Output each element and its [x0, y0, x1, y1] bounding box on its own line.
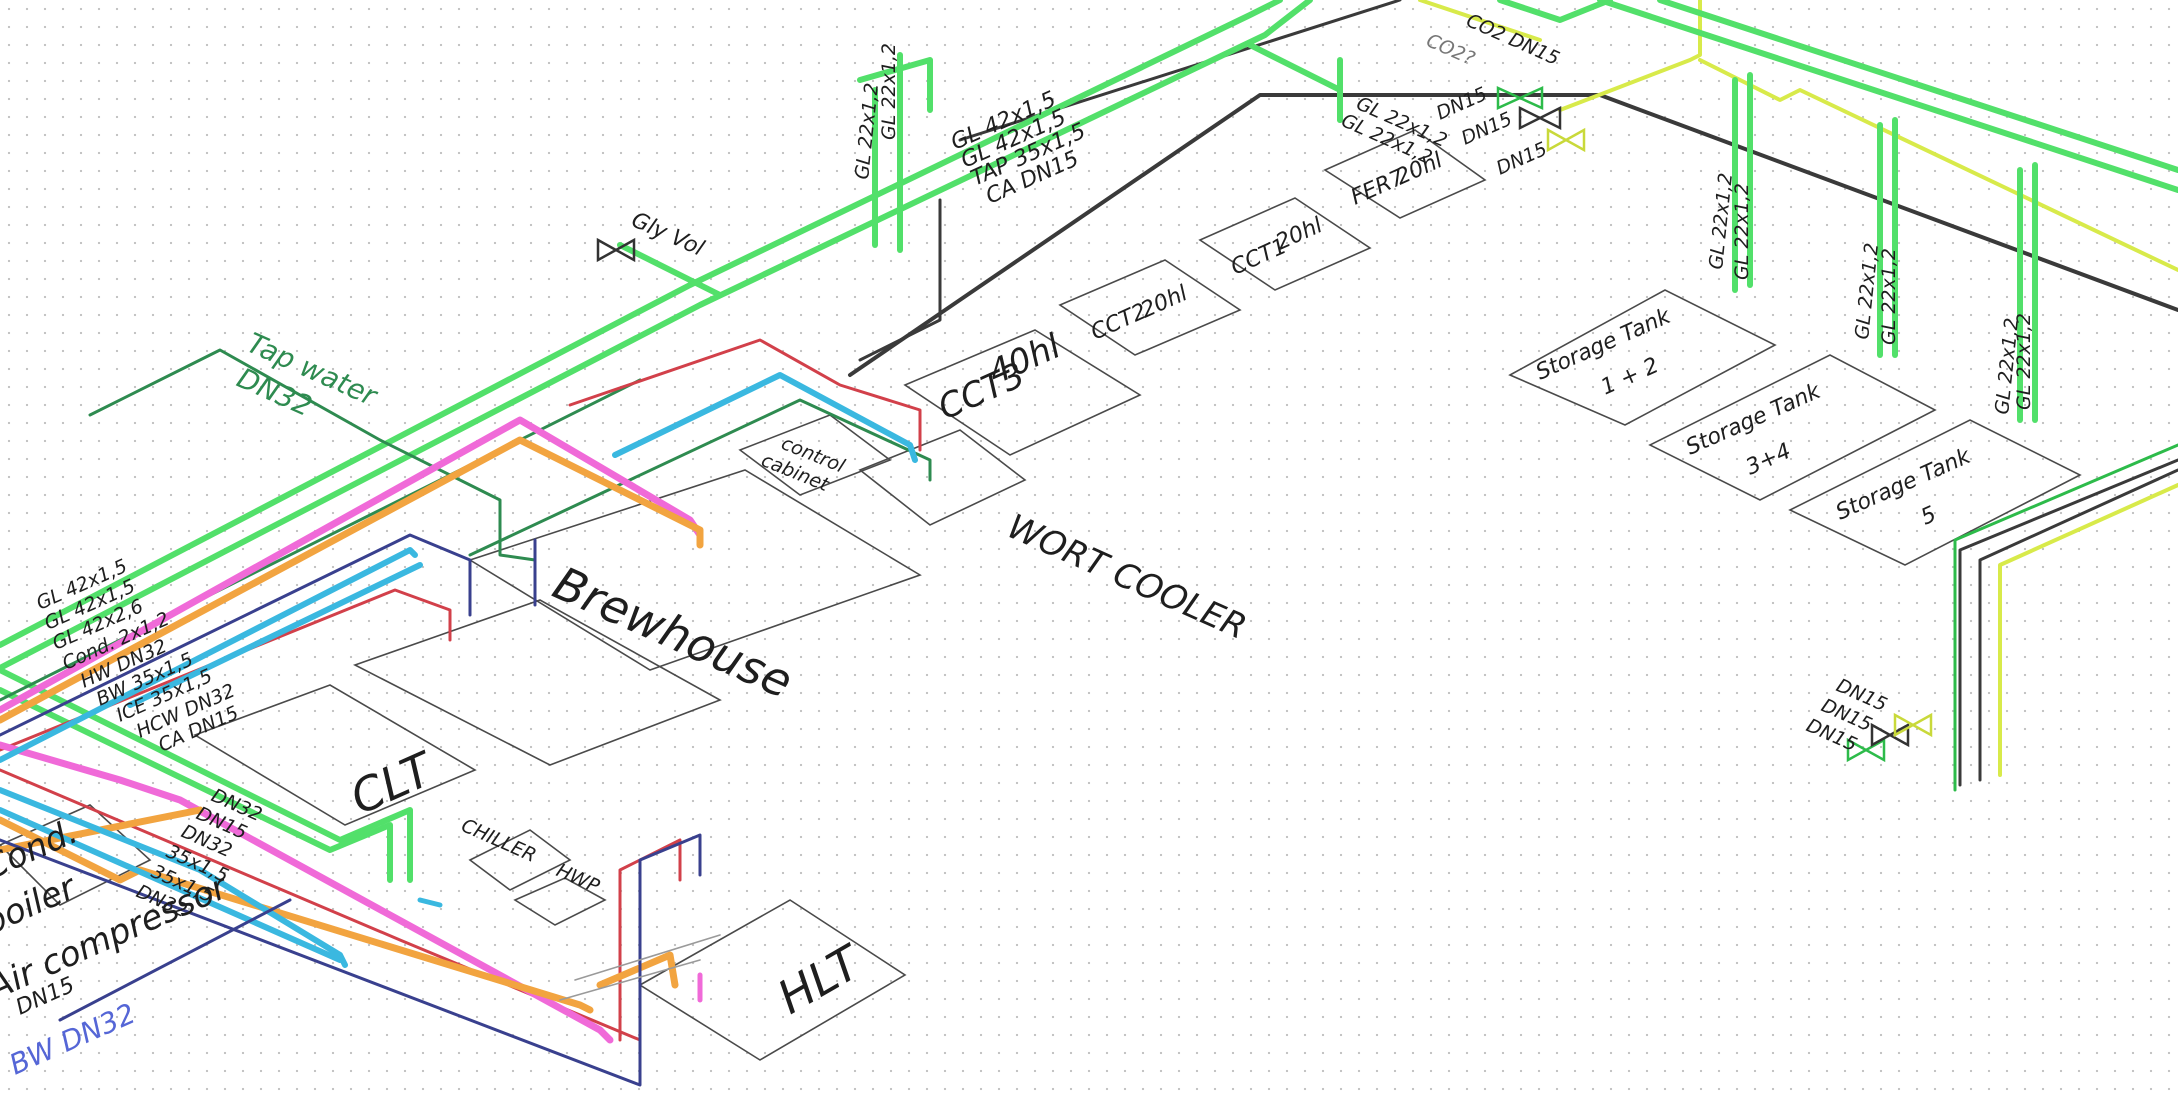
glycol-right-return [1953, 443, 2178, 792]
black-right-return-2 [1978, 468, 2178, 782]
storage-riser-label-4: GL 22x1,2 [1878, 248, 1900, 345]
navy-hlt [638, 833, 702, 1077]
storage-5-outline [1788, 419, 2082, 566]
red-line-hlt [618, 838, 682, 1042]
storage-riser-label-6: GL 22x1,2 [2013, 313, 2035, 410]
hwp-label: HWP [553, 859, 603, 897]
valve-icon [1893, 712, 1916, 738]
glycol-top-right-b [1657, 0, 2178, 173]
equipment-outlines [0, 129, 2082, 1061]
valve-icon [1546, 127, 1569, 153]
glycol-top-right-a [1597, 0, 2178, 193]
cyan-chiller [417, 897, 443, 908]
brewhouse-label: Brewhouse [546, 556, 801, 709]
red-line-upper [568, 338, 922, 452]
glycol-branch-clt-b [0, 687, 393, 883]
pink-lower [0, 741, 614, 1044]
black-drop-cct [858, 198, 942, 362]
valve-icon [613, 237, 636, 263]
brewhouse-inner-outline [352, 599, 722, 766]
cct1-outline [1198, 197, 1372, 291]
orange-main [0, 436, 704, 724]
valve-group-top [1496, 86, 1586, 153]
cct3-outline [903, 329, 1142, 456]
valve-icon [1537, 105, 1562, 131]
valve-icon [1496, 86, 1524, 110]
chiller-outline [468, 829, 572, 891]
valve-icon [1563, 127, 1586, 153]
tap-water-cct [468, 398, 932, 557]
cyan-line-cct [612, 372, 918, 463]
valve-gly-vol [596, 237, 636, 263]
grey-slab-a [559, 959, 701, 1001]
glycol-main-a [0, 0, 1283, 648]
storage-riser-label-2: GL 22x1,2 [1731, 183, 1753, 280]
glycol-drop-cct-c [857, 57, 933, 113]
cct1-name-label: CCT1 [1227, 234, 1290, 280]
storage-5-label: Storage Tank [1832, 443, 1975, 525]
valve-icon [596, 237, 619, 263]
cct2-name-label: CCT2 [1087, 299, 1150, 345]
bw-dn32-line [58, 898, 292, 1022]
valve-icon [1518, 105, 1543, 131]
storage-3-4-label: Storage Tank [1682, 378, 1825, 460]
yellow-co2-right [1998, 483, 2178, 777]
orange-hlt [596, 951, 679, 989]
valve-icon [1910, 712, 1933, 738]
black-main-run [848, 93, 2178, 377]
yellow-co2-main [1698, 58, 2178, 272]
cyan-line-b [127, 562, 423, 708]
cct-branch-label-2: GL 22x1,2 [878, 43, 900, 140]
hlt-outline [638, 899, 907, 1061]
black-right-return [1958, 458, 2178, 787]
storage-1-2-outline [1508, 289, 1777, 426]
control-cabinet-outline [738, 414, 892, 496]
cyan-line-lower-b [0, 807, 343, 963]
yellow-co2-top [1418, 0, 1542, 42]
grey-slab-b [574, 934, 721, 981]
boiler-outline [0, 804, 152, 906]
cct3-name-label: CCT3 [932, 355, 1030, 428]
clt-outline [193, 684, 477, 826]
hlt-label: HLT [769, 933, 873, 1024]
storage-3-4-number: 3+4 [1742, 439, 1795, 481]
wort-cooler-label: WORT COOLER [1001, 507, 1252, 648]
wort-cooler-outline [858, 429, 1027, 526]
glycol-top-right-c [1497, 0, 1613, 23]
valve-icon [1863, 737, 1886, 763]
co2-question-label: CO2? [1423, 29, 1478, 70]
valve-icon [1887, 722, 1910, 748]
cct2-outline [1058, 259, 1242, 356]
hwp-outline [513, 877, 607, 926]
valve-icon [1516, 86, 1544, 110]
glycol-branch-clt [0, 667, 413, 883]
valve-icon [1870, 722, 1893, 748]
cyan-line-a [0, 547, 418, 763]
navy-main [0, 533, 472, 737]
valve-top-label-3: DN15 [1493, 138, 1550, 180]
glycol-vol-stub [617, 242, 723, 298]
valve-group-bottom [1846, 712, 1933, 763]
storage-5-number: 5 [1917, 502, 1940, 531]
valve-top-label-2: DN15 [1458, 108, 1515, 150]
valve-icon [1846, 737, 1869, 763]
yellow-co2-run [1558, 0, 1702, 112]
glycol-top-return [1247, 42, 1343, 123]
storage-3-4-outline [1648, 354, 1937, 501]
fer7-outline [1323, 129, 1487, 219]
storage-1-2-number: 1 + 2 [1597, 353, 1662, 400]
clt-label: CLT [343, 740, 444, 825]
glycol-main-b [0, 0, 1313, 671]
